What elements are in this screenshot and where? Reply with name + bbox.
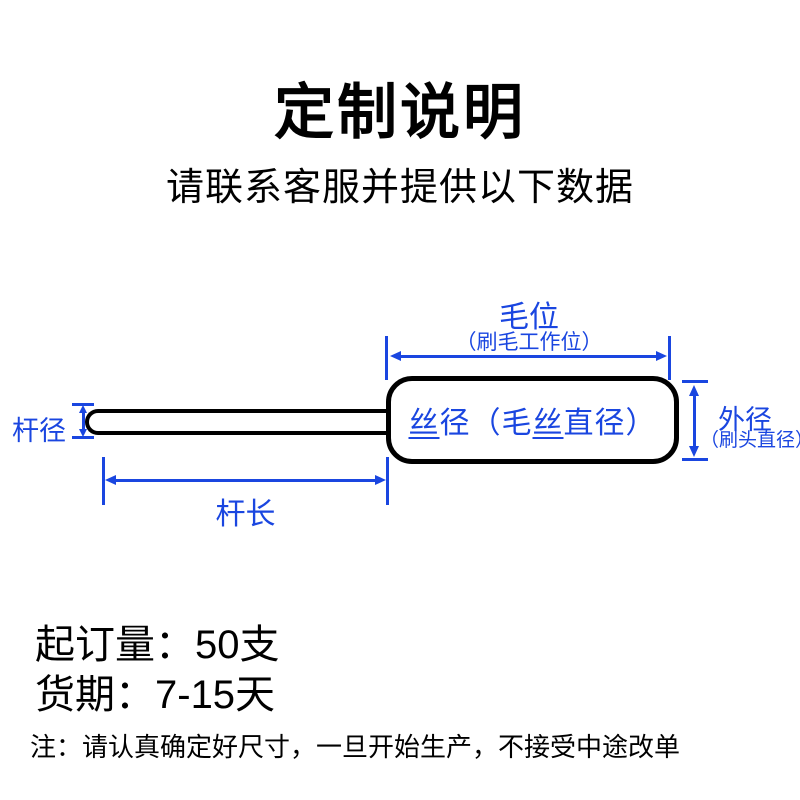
dimension-line [114,479,377,482]
arrowhead-down-icon [79,429,87,437]
outer-diameter-sublabel: （刷头直径） [700,430,800,451]
rod-length-tick-left [102,457,105,505]
note: 注：请认真确定好尺寸，一旦开始生产，不接受中途改单 [30,732,681,762]
arrowhead-right-icon [375,475,386,485]
min-order-quantity: 起订量：50支 [35,623,280,667]
outer-diameter-arrow [688,385,700,457]
arrowhead-right-icon [656,351,667,361]
rod-length-label: 杆长 [215,498,276,531]
rod-length-arrow [105,474,386,486]
page-title: 定制说明 [274,79,526,146]
rod-diameter-label: 杆径 [12,416,66,446]
arrowhead-up-icon [79,405,87,413]
dimension-line [399,355,658,358]
dimension-line [693,394,696,448]
brush-head-shape: 丝径（毛丝直径） [386,376,679,464]
bristle-area-sublabel: （刷毛工作位） [455,331,603,354]
rod-length-tick-right [386,457,389,505]
lead-time: 货期：7-15天 [35,673,276,717]
bristle-area-tick-right [668,336,671,380]
bristle-area-arrow [390,350,667,362]
outer-diameter-tick-top [682,380,708,383]
rod-diameter-tick-top [72,403,94,406]
arrowhead-left-icon [390,351,401,361]
arrowhead-left-icon [105,475,116,485]
wire-diameter-label-part: 直径） [563,407,657,440]
rod-diameter-arrow [77,405,89,437]
wire-diameter-label-part: 丝 [408,407,440,440]
wire-diameter-label: 丝径（毛丝直径） [409,398,657,442]
outer-diameter-tick-bottom [682,458,708,461]
brush-rod-shape [85,409,390,435]
dimension-line [82,412,85,430]
wire-diameter-label-part: 丝 [532,407,564,440]
outer-diameter-label: 外径 [718,405,772,435]
bristle-area-label: 毛位 [499,301,559,334]
subtitle: 请联系客服并提供以下数据 [165,167,634,209]
wire-diameter-label-part: 径（毛 [439,407,533,440]
arrowhead-down-icon [689,446,699,457]
bristle-area-tick-left [385,336,388,380]
arrowhead-up-icon [689,385,699,396]
rod-diameter-tick-bottom [72,436,94,439]
